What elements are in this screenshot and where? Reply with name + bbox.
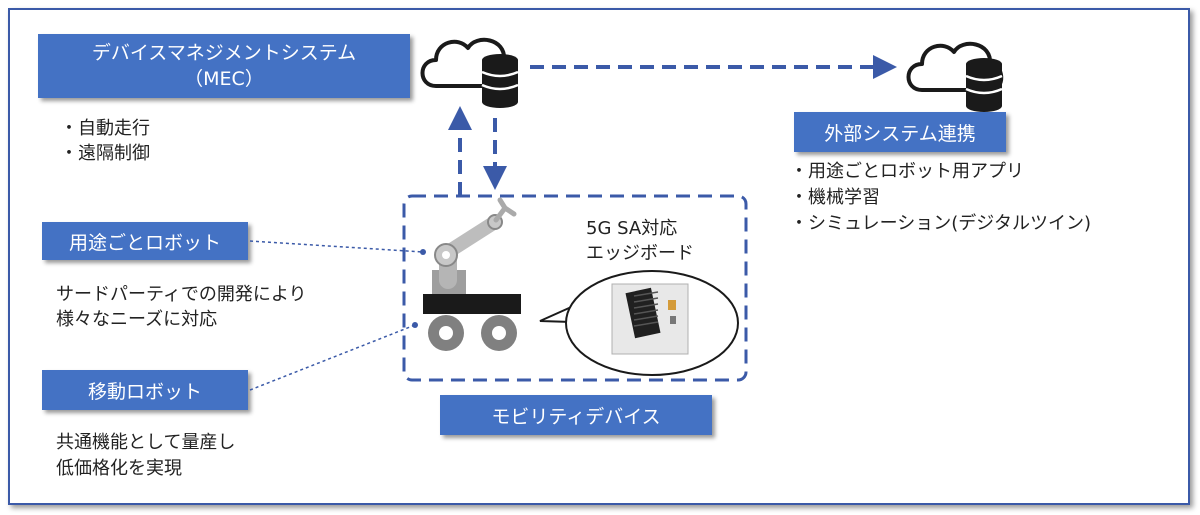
task-robot-connector-dot bbox=[420, 249, 426, 255]
task-robot-desc: 様々なニーズに対応 bbox=[56, 309, 218, 330]
mec-label-box: デバイスマネジメントシステム （MEC） bbox=[38, 34, 410, 98]
task-robot-box: 用途ごとロボット bbox=[42, 222, 248, 260]
connector-lines bbox=[249, 240, 424, 391]
mobility-device-box: モビリティデバイス bbox=[440, 395, 712, 435]
edge-board-label: 5G SA対応 bbox=[586, 218, 678, 239]
mec-feature: ・遠隔制御 bbox=[60, 143, 150, 164]
edge-board-photo bbox=[611, 283, 689, 355]
mobile-robot-desc: 共通機能として量産し bbox=[56, 432, 236, 453]
diagram-frame bbox=[8, 8, 1190, 505]
mec-feature: ・自動走行 bbox=[60, 118, 150, 139]
task-robot-desc: サードパーティでの開発により bbox=[56, 284, 307, 305]
mobile-robot-connector bbox=[249, 324, 416, 391]
mobile-robot-title: 移動ロボット bbox=[87, 380, 202, 403]
mobility-device-title: モビリティデバイス bbox=[491, 405, 661, 428]
mobile-robot-connector-dot bbox=[412, 322, 418, 328]
external-database-icon bbox=[965, 58, 1003, 112]
mobile-robot-box: 移動ロボット bbox=[42, 370, 248, 410]
external-system-title: 外部システム連携 bbox=[824, 122, 976, 145]
flow-arrows bbox=[448, 55, 897, 196]
mec-subtitle: （MEC） bbox=[184, 68, 264, 90]
mobility-device-outline bbox=[402, 194, 748, 382]
mobile-robot-desc: 低価格化を実現 bbox=[56, 458, 182, 479]
task-robot-title: 用途ごとロボット bbox=[68, 231, 221, 254]
external-item: ・機械学習 bbox=[790, 187, 880, 208]
robot-arm-icon bbox=[432, 197, 517, 294]
edge-board-label: エッジボード bbox=[586, 243, 694, 264]
external-system-box: 外部システム連携 bbox=[794, 112, 1006, 152]
task-robot-connector bbox=[249, 240, 424, 253]
mobile-base-icon bbox=[423, 294, 521, 351]
external-item: ・シミュレーション(デジタルツイン) bbox=[790, 213, 1091, 234]
mec-title: デバイスマネジメントシステム bbox=[91, 42, 357, 64]
external-item: ・用途ごとロボット用アプリ bbox=[790, 161, 1024, 182]
mec-database-icon bbox=[481, 54, 519, 108]
